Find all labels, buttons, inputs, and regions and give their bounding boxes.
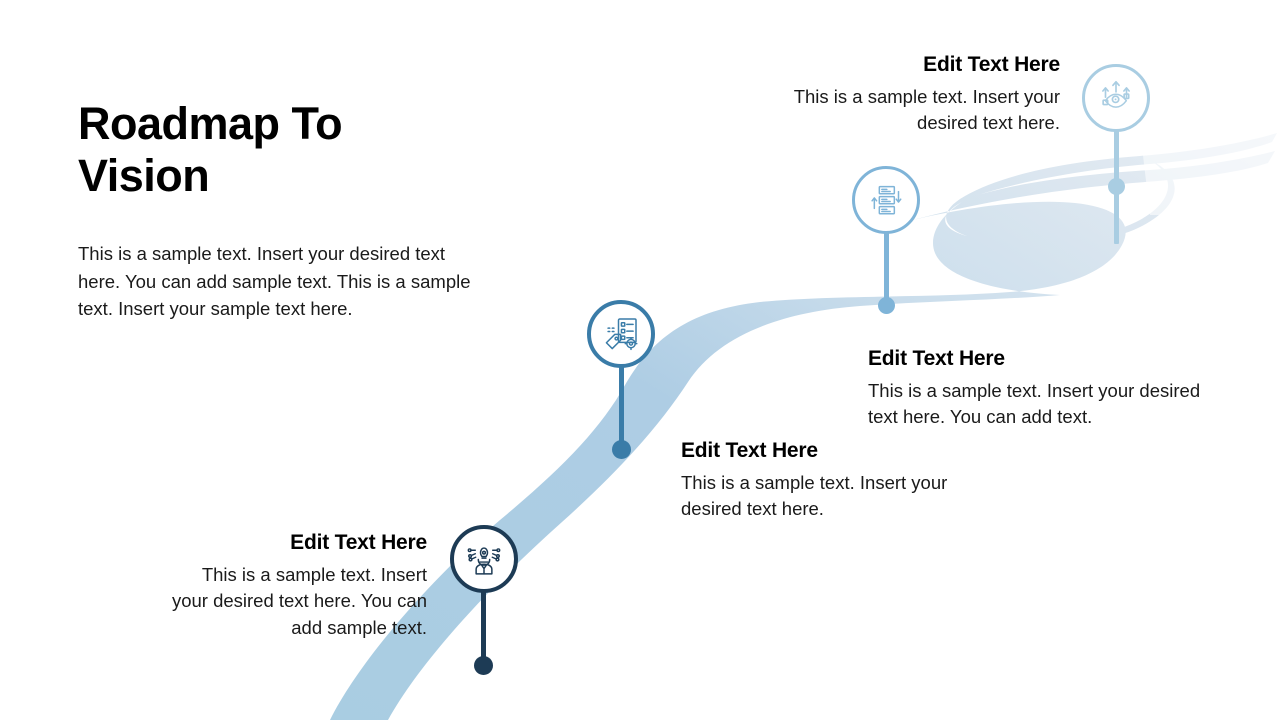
milestone-text-4: Edit Text Here This is a sample text. In… [165,530,427,641]
milestone-4-title: Edit Text Here [290,531,427,554]
milestone-3-dot [612,440,631,459]
milestone-2-body: This is a sample text. Insert your desir… [868,380,1201,428]
workflow-process-icon [871,185,902,215]
intro-body-text: This is a sample text. Insert your desir… [78,243,471,320]
road-tail-fade [1140,130,1280,215]
milestone-2-dot [878,297,895,314]
milestone-text-2: Edit Text Here This is a sample text. In… [868,346,1213,431]
page-title: Roadmap To Vision [78,98,343,202]
idea-person-lightbulb-icon [467,547,501,575]
milestone-1-title: Edit Text Here [923,53,1060,76]
milestone-3-ring[interactable] [587,300,655,368]
milestone-3-stem [619,364,624,449]
intro-block: Roadmap To Vision This is a sample text.… [78,98,508,323]
milestone-1-dot [1108,178,1125,195]
milestone-marker-1[interactable] [1082,64,1152,244]
milestone-text-1: Edit Text Here This is a sample text. In… [760,52,1060,137]
milestone-4-ring[interactable] [450,525,518,593]
milestone-marker-4[interactable] [450,525,522,685]
milestone-1-ring[interactable] [1082,64,1150,132]
milestone-text-3: Edit Text Here This is a sample text. In… [681,438,971,523]
milestone-marker-2[interactable] [852,166,924,321]
eye-vision-arrows-icon [1102,80,1130,108]
milestone-2-title: Edit Text Here [868,347,1005,370]
milestone-3-title: Edit Text Here [681,439,818,462]
milestone-1-body: This is a sample text. Insert your desir… [793,86,1060,134]
milestone-marker-3[interactable] [587,300,659,465]
milestone-2-ring[interactable] [852,166,920,234]
milestone-4-stem [481,589,486,669]
milestone-4-dot [474,656,493,675]
milestone-3-body: This is a sample text. Insert your desir… [681,472,948,520]
milestone-4-body: This is a sample text. Insert your desir… [171,564,427,638]
milestone-2-stem [884,230,889,310]
checklist-tag-gear-icon [605,318,638,351]
